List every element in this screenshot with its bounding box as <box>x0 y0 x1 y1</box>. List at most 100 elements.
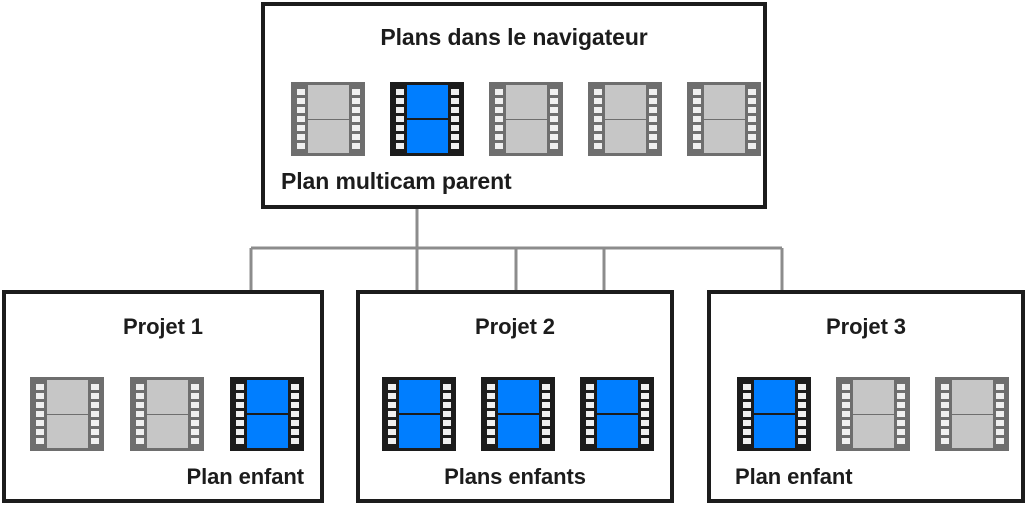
sprocket-hole <box>351 116 360 122</box>
sprocket-rail-right <box>795 380 808 448</box>
sprocket-hole <box>940 420 949 426</box>
sprocket-hole <box>190 402 199 408</box>
sprocket-rail-left <box>583 380 596 448</box>
sprocket-hole <box>351 143 360 149</box>
clip-frames <box>596 380 638 448</box>
sprocket-hole <box>549 125 558 131</box>
sprocket-hole <box>442 429 451 435</box>
sprocket-rail-left <box>294 85 307 153</box>
sprocket-hole <box>90 420 99 426</box>
sprocket-hole <box>442 402 451 408</box>
sprocket-hole <box>442 420 451 426</box>
sprocket-hole <box>549 134 558 140</box>
sprocket-hole <box>797 438 806 444</box>
clip-thumbnail-p2-2[interactable] <box>481 377 555 451</box>
sprocket-hole <box>648 98 657 104</box>
sprocket-hole <box>135 429 144 435</box>
sprocket-hole <box>742 438 751 444</box>
sprocket-hole <box>395 134 404 140</box>
clip-thumbnail-browser-3[interactable] <box>489 82 563 156</box>
clip-thumbnail-p1-3[interactable] <box>230 377 304 451</box>
sprocket-hole <box>494 89 503 95</box>
sprocket-hole <box>549 116 558 122</box>
sprocket-hole <box>190 393 199 399</box>
sprocket-hole <box>841 402 850 408</box>
clip-thumbnail-browser-2[interactable] <box>390 82 464 156</box>
clip-frames <box>146 380 188 448</box>
clip-thumbnail-browser-1[interactable] <box>291 82 365 156</box>
sprocket-hole <box>296 143 305 149</box>
sprocket-hole <box>450 116 459 122</box>
parent-clip-caption: Plan multicam parent <box>281 168 512 194</box>
clip-frame-top <box>47 380 88 414</box>
clip-frame-bottom <box>399 415 440 448</box>
clip-thumbnail-browser-4[interactable] <box>588 82 662 156</box>
sprocket-hole <box>486 438 495 444</box>
sprocket-hole <box>387 420 396 426</box>
sprocket-hole <box>995 420 1004 426</box>
sprocket-hole <box>135 420 144 426</box>
clip-thumbnail-browser-5[interactable] <box>687 82 761 156</box>
clip-thumbnail-p2-1[interactable] <box>382 377 456 451</box>
sprocket-hole <box>190 429 199 435</box>
sprocket-rail-left <box>591 85 604 153</box>
sprocket-hole <box>290 384 299 390</box>
clip-frame-top <box>952 380 993 414</box>
sprocket-hole <box>290 420 299 426</box>
sprocket-hole <box>351 125 360 131</box>
sprocket-rail-right <box>448 85 461 153</box>
sprocket-hole <box>450 134 459 140</box>
clip-thumbnail-p2-3[interactable] <box>580 377 654 451</box>
clip-thumbnail-p3-2[interactable] <box>836 377 910 451</box>
sprocket-hole <box>995 429 1004 435</box>
sprocket-hole <box>692 143 701 149</box>
sprocket-hole <box>387 429 396 435</box>
sprocket-hole <box>35 393 44 399</box>
sprocket-hole <box>235 402 244 408</box>
sprocket-hole <box>648 116 657 122</box>
sprocket-rail-left <box>33 380 46 448</box>
sprocket-hole <box>648 107 657 113</box>
sprocket-rail-right <box>993 380 1006 448</box>
sprocket-hole <box>290 393 299 399</box>
sprocket-hole <box>486 429 495 435</box>
project-panel-1: Projet 1 <box>2 290 324 503</box>
clip-thumbnail-p3-1[interactable] <box>737 377 811 451</box>
sprocket-hole <box>395 98 404 104</box>
sprocket-hole <box>640 438 649 444</box>
sprocket-hole <box>351 107 360 113</box>
clip-frame-top <box>853 380 894 414</box>
sprocket-hole <box>797 411 806 417</box>
sprocket-hole <box>486 402 495 408</box>
sprocket-hole <box>549 107 558 113</box>
sprocket-hole <box>290 438 299 444</box>
sprocket-hole <box>995 384 1004 390</box>
clip-frame-bottom <box>506 119 547 153</box>
sprocket-hole <box>648 125 657 131</box>
sprocket-hole <box>797 402 806 408</box>
sprocket-hole <box>387 438 396 444</box>
sprocket-hole <box>585 438 594 444</box>
clip-frames <box>604 85 646 153</box>
clip-thumbnail-p1-1[interactable] <box>30 377 104 451</box>
clip-thumbnail-p1-2[interactable] <box>130 377 204 451</box>
sprocket-hole <box>296 134 305 140</box>
sprocket-hole <box>896 384 905 390</box>
sprocket-hole <box>351 134 360 140</box>
sprocket-hole <box>648 134 657 140</box>
sprocket-hole <box>747 134 756 140</box>
sprocket-hole <box>742 420 751 426</box>
sprocket-hole <box>593 98 602 104</box>
clip-frame-top <box>308 85 349 119</box>
sprocket-hole <box>742 393 751 399</box>
sprocket-rail-left <box>133 380 146 448</box>
sprocket-hole <box>486 384 495 390</box>
sprocket-hole <box>640 393 649 399</box>
sprocket-hole <box>541 429 550 435</box>
clip-frame-top <box>506 85 547 119</box>
clip-thumbnail-p3-3[interactable] <box>935 377 1009 451</box>
sprocket-hole <box>296 116 305 122</box>
sprocket-hole <box>351 89 360 95</box>
sprocket-hole <box>640 384 649 390</box>
clip-frame-bottom <box>308 119 349 153</box>
